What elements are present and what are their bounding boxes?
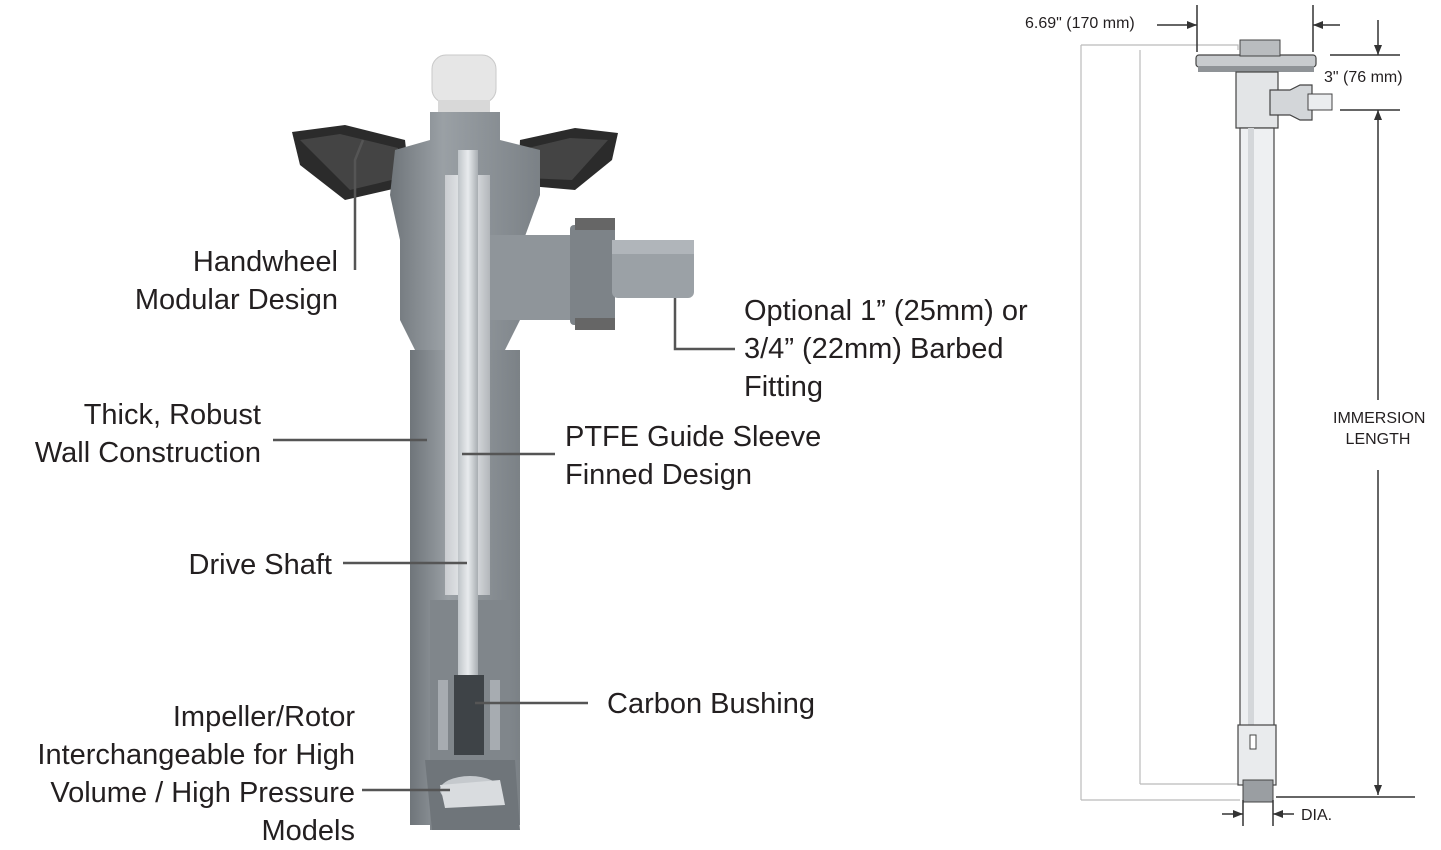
- label-wall-construction: Thick, Robust Wall Construction: [34, 399, 261, 469]
- width-dimension-line: [1157, 5, 1340, 52]
- dim-height-label: 3" (76 mm): [1324, 69, 1403, 86]
- leader-fitting: [673, 298, 735, 351]
- impeller-shape: [425, 760, 520, 830]
- immersion-dimension-line: [1276, 110, 1415, 798]
- top-knob: [431, 54, 497, 114]
- dim-diameter-label: DIA.: [1301, 807, 1333, 824]
- dim-width-label: 6.69" (170 mm): [1025, 15, 1135, 32]
- dim-immersion-label: IMMERSION LENGTH: [1333, 408, 1426, 450]
- leader-handwheel: [353, 139, 365, 270]
- handwheel-shape: [292, 125, 618, 200]
- label-impeller: Impeller/Rotor Interchangeable for High …: [37, 701, 355, 847]
- diameter-dimension-line: [1222, 800, 1294, 826]
- label-drive-shaft: Drive Shaft: [188, 549, 332, 581]
- discharge-elbow: [480, 218, 694, 330]
- pump-outline-drawing: [1195, 39, 1333, 803]
- label-handwheel: Handwheel Modular Design: [134, 246, 338, 316]
- height-dimension-line: [1330, 20, 1400, 111]
- label-carbon-bushing: Carbon Bushing: [607, 688, 815, 720]
- dimension-frame: [1080, 44, 1240, 801]
- label-guide-sleeve: PTFE Guide Sleeve Finned Design: [565, 421, 822, 491]
- label-barbed-fitting: Optional 1” (25mm) or 3/4” (22mm) Barbed…: [744, 295, 1028, 403]
